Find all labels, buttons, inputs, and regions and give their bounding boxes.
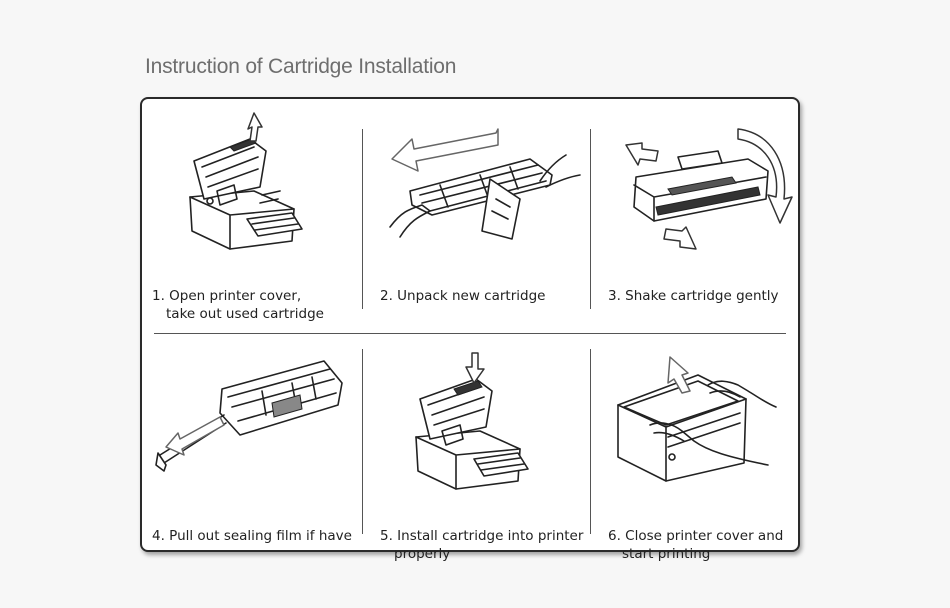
step-caption-line1: 1. Open printer cover, — [152, 288, 302, 304]
step-caption-line1: 5. Install cartridge into printer — [380, 528, 584, 544]
step-5: 5. Install cartridge into printer proper… — [370, 339, 590, 567]
pull-film-illustration — [155, 360, 343, 472]
column-divider — [362, 349, 363, 534]
page-title: Instruction of Cartridge Installation — [145, 55, 457, 78]
step-4: 4. Pull out sealing film if have — [142, 339, 362, 567]
column-divider — [590, 349, 591, 534]
column-divider — [590, 129, 591, 309]
step-caption-line1: 3. Shake cartridge gently — [608, 288, 779, 304]
step-caption-line1: 4. Pull out sealing film if have — [152, 528, 352, 544]
install-cartridge-illustration — [415, 352, 529, 490]
shake-cartridge-illustration — [625, 128, 793, 250]
step-3: 3. Shake cartridge gently — [598, 99, 818, 327]
step-caption: 3. Shake cartridge gently — [608, 287, 816, 305]
step-caption: 1. Open printer cover, take out used car… — [152, 287, 360, 323]
step-caption-line2: take out used cartridge — [166, 306, 324, 322]
step-caption-line1: 2. Unpack new cartridge — [380, 288, 546, 304]
close-cover-illustration — [617, 356, 777, 482]
instruction-board: 1. Open printer cover, take out used car… — [140, 97, 800, 562]
step-caption: 4. Pull out sealing film if have — [152, 527, 360, 545]
row-divider — [154, 333, 786, 334]
step-2: 2. Unpack new cartridge — [370, 99, 590, 327]
column-divider — [362, 129, 363, 309]
step-caption: 2. Unpack new cartridge — [380, 287, 588, 305]
step-caption: 6. Close printer cover and start printin… — [608, 527, 816, 563]
unpack-cartridge-illustration — [389, 128, 581, 240]
step-caption-line1: 6. Close printer cover and — [608, 528, 784, 544]
step-caption-line2: properly — [394, 546, 451, 562]
step-1: 1. Open printer cover, take out used car… — [142, 99, 362, 327]
step-caption: 5. Install cartridge into printer proper… — [380, 527, 588, 563]
open-printer-illustration — [189, 112, 303, 250]
step-caption-line2: start printing — [622, 546, 711, 562]
step-6: 6. Close printer cover and start printin… — [598, 339, 818, 567]
